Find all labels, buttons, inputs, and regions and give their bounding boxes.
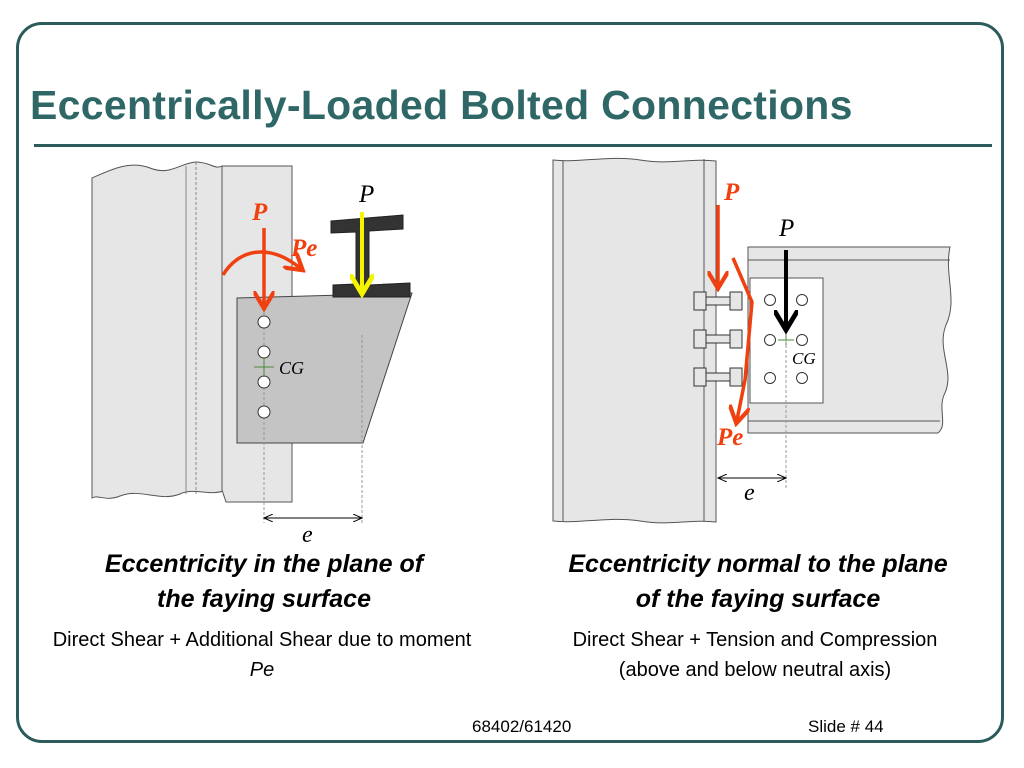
left-desc-text: Direct Shear + Additional Shear due to m… bbox=[52, 629, 472, 651]
left-caption-line1: Eccentricity in the plane of bbox=[104, 550, 424, 578]
label-pe: Pe bbox=[290, 235, 317, 262]
moment-arc bbox=[221, 250, 300, 276]
right-caption-line1: Eccentricity normal to the plane bbox=[568, 550, 948, 578]
left-beam-section bbox=[330, 214, 411, 298]
bolt-hole bbox=[257, 405, 271, 419]
bolt-hole bbox=[257, 375, 271, 389]
footer-course: 68402/61420 bbox=[472, 717, 572, 736]
bolt-hole bbox=[257, 315, 271, 329]
bolt-hole bbox=[764, 294, 776, 306]
label-cg: CG bbox=[279, 358, 304, 378]
right-column bbox=[552, 157, 717, 524]
bolt-hole bbox=[257, 345, 271, 359]
title-rule bbox=[34, 144, 992, 147]
bolt-hole bbox=[796, 372, 808, 384]
label-p-black: P bbox=[358, 181, 374, 208]
bolt-hole bbox=[796, 294, 808, 306]
right-diagram: P P CG Pe e bbox=[552, 157, 952, 524]
bolt-hole bbox=[796, 334, 808, 346]
label-e: e bbox=[302, 522, 313, 548]
left-caption-line2: the faying surface bbox=[157, 585, 371, 613]
label-e: e bbox=[744, 480, 755, 506]
label-p-red: P bbox=[723, 179, 740, 206]
bolt-assembly bbox=[693, 367, 743, 387]
right-description: Direct Shear + Tension and Compression (… bbox=[512, 625, 998, 685]
slide-title: Eccentrically-Loaded Bolted Connections bbox=[30, 82, 853, 128]
label-p-red: P bbox=[251, 199, 268, 226]
label-p-black: P bbox=[778, 215, 794, 242]
moment-arc bbox=[733, 257, 754, 420]
left-column bbox=[91, 161, 227, 499]
slide-frame bbox=[16, 22, 1004, 743]
bolt-assembly bbox=[693, 329, 743, 349]
right-desc-line2: (above and below neutral axis) bbox=[618, 659, 892, 681]
left-caption: Eccentricity in the plane of the faying … bbox=[40, 547, 488, 617]
bolt-hole bbox=[764, 372, 776, 384]
left-diagram: P P Pe CG e bbox=[91, 161, 413, 548]
right-desc-line1: Direct Shear + Tension and Compression bbox=[572, 629, 938, 651]
bolt-hole bbox=[764, 334, 776, 346]
left-desc-italic: Pe bbox=[249, 659, 275, 681]
footer-slide-number: Slide # 44 bbox=[808, 717, 884, 736]
bolt-assembly bbox=[693, 291, 743, 311]
right-caption: Eccentricity normal to the plane of the … bbox=[512, 547, 1004, 617]
left-bracket-plate bbox=[236, 292, 413, 444]
label-pe: Pe bbox=[716, 424, 743, 451]
label-cg: CG bbox=[792, 349, 816, 368]
left-description: Direct Shear + Additional Shear due to m… bbox=[38, 625, 486, 685]
right-caption-line2: of the faying surface bbox=[635, 585, 881, 613]
